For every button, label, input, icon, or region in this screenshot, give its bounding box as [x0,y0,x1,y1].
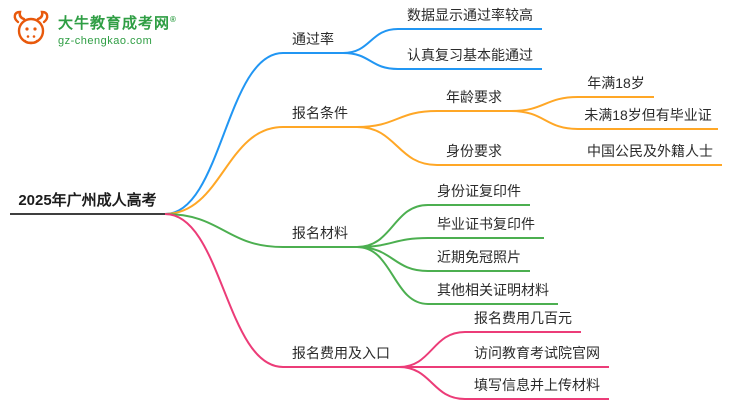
node-visit-website: 访问教育考试院官网 [465,343,609,368]
node-fees-entry: 报名费用及入口 [283,343,399,368]
node-identity-requirement: 身份要求 [437,141,511,166]
node-conditions: 报名条件 [283,103,357,128]
site-logo: 大牛教育成考网® gz-chengkao.com [10,8,177,50]
node-id-copy: 身份证复印件 [428,181,530,206]
node-pass-rate-data: 数据显示通过率较高 [398,5,542,30]
registered-mark: ® [170,14,177,24]
node-materials: 报名材料 [283,223,357,248]
node-fill-info: 填写信息并上传材料 [465,375,609,400]
node-fee-amount: 报名费用几百元 [465,308,581,333]
bull-logo-icon [13,10,49,45]
node-under-18-diploma: 未满18岁但有毕业证 [578,105,718,130]
logo-site-name: 大牛教育成考网® [58,14,177,32]
node-pass-rate-review: 认真复习基本能通过 [398,45,542,70]
node-identity-citizens: 中国公民及外籍人士 [578,141,722,166]
node-age-requirement: 年龄要求 [437,87,511,112]
logo-site-url: gz-chengkao.com [58,34,153,47]
node-diploma-copy: 毕业证书复印件 [428,214,544,239]
node-photo: 近期免冠照片 [428,247,530,272]
node-pass-rate: 通过率 [283,29,343,54]
node-other-materials: 其他相关证明材料 [428,280,558,305]
root-node: 2025年广州成人高考 [10,190,165,215]
node-age-18: 年满18岁 [578,73,654,98]
